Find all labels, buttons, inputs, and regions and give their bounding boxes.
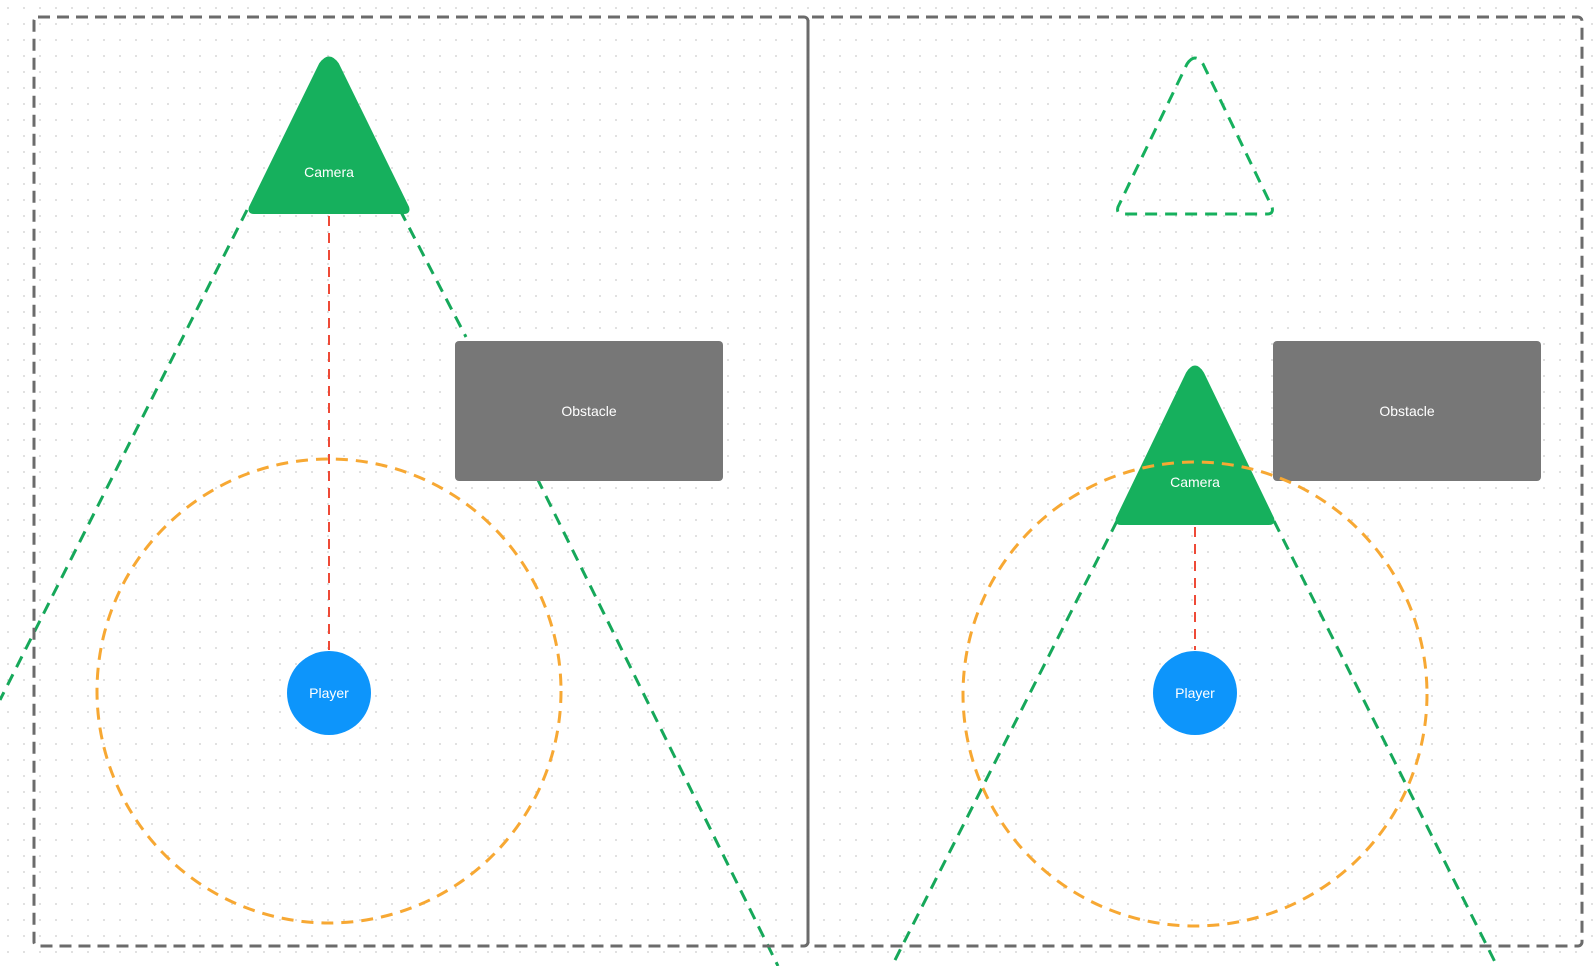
right-player-shape [1153,651,1237,735]
right-panel-frame [806,15,1584,948]
right-obstacle[interactable]: Obstacle [1273,341,1541,481]
right-player-label: Player [1175,685,1215,701]
left-obstacle[interactable]: Obstacle [455,341,723,481]
left-obstacle-label: Obstacle [561,403,616,419]
left-player-shape [287,651,371,735]
left-obstacle-shape [455,341,723,481]
left-view-cone-right-edge-upper [398,209,468,338]
right-follow-radius [961,460,1429,928]
left-camera[interactable]: Camera [248,56,410,214]
left-view-cone-right-edge-lower [535,477,780,966]
left-player-label: Player [309,685,349,701]
left-player[interactable]: Player [287,651,371,735]
left-panel-frame [32,15,810,948]
right-view-cone-left-edge [890,520,1119,966]
left-panel: Camera Obstacle Player [0,56,780,966]
right-ghost-camera-outline [1116,56,1274,216]
right-obstacle-label: Obstacle [1379,403,1434,419]
right-camera-shape [1115,365,1275,525]
right-player[interactable]: Player [1153,651,1237,735]
right-obstacle-shape [1273,341,1541,481]
left-view-cone-left-edge [0,209,249,701]
left-camera-label: Camera [304,164,354,180]
right-panel: Obstacle Camera Player [890,56,1541,966]
left-follow-radius [95,457,563,925]
right-camera-label: Camera [1170,474,1220,490]
right-view-cone-right-edge [1272,520,1499,966]
right-camera[interactable]: Camera [1115,365,1275,525]
left-camera-shape [248,56,410,214]
